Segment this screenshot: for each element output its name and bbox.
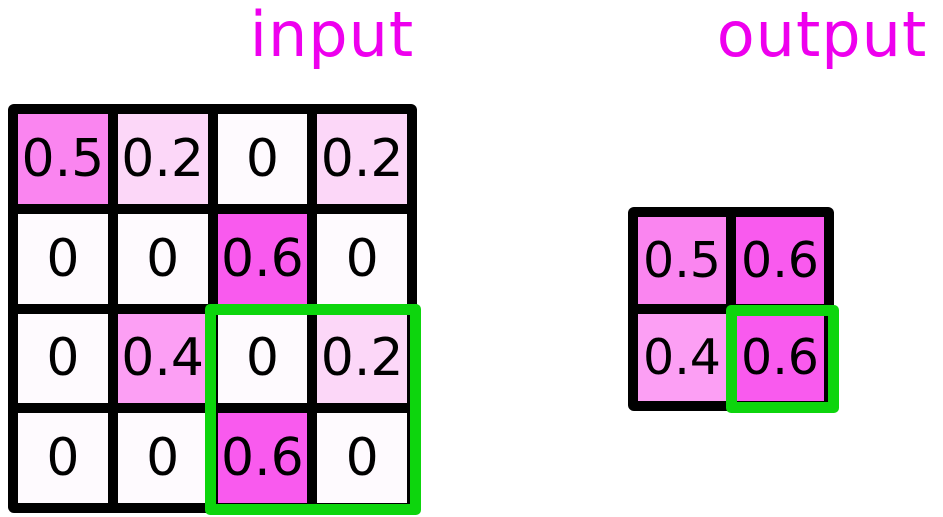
- input-cell-r2c3: 0.2: [317, 313, 407, 404]
- input-title: input: [249, 0, 415, 71]
- input-cell-r1c2: 0.6: [217, 213, 308, 304]
- output-cell-r0c0: 0.5: [638, 217, 726, 304]
- output-cell-r1c1: 0.6: [736, 314, 824, 401]
- input-cell-r2c2: 0: [217, 313, 308, 404]
- input-cell-r3c2: 0.6: [217, 413, 308, 503]
- input-cell-r3c3: 0: [317, 413, 407, 503]
- output-title: output: [716, 0, 928, 71]
- input-cell-r1c1: 0: [117, 213, 208, 304]
- output-cell-r0c1: 0.6: [736, 217, 824, 304]
- input-cell-r2c0: 0: [18, 313, 108, 404]
- output-cell-r1c0: 0.4: [638, 314, 726, 401]
- input-cell-r3c1: 0: [117, 413, 208, 503]
- input-cell-r1c0: 0: [18, 213, 108, 304]
- input-cell-r0c1: 0.2: [117, 114, 208, 204]
- input-grid: 0.5 0.2 0 0.2 0 0 0.6 0 0 0.4 0 0.2 0 0 …: [8, 104, 417, 513]
- output-grid: 0.5 0.6 0.4 0.6: [628, 207, 834, 411]
- input-cell-r1c3: 0: [317, 213, 407, 304]
- input-cell-r0c0: 0.5: [18, 114, 108, 204]
- input-cell-r0c2: 0: [217, 114, 308, 204]
- input-cell-r2c1: 0.4: [117, 313, 208, 404]
- input-cell-r3c0: 0: [18, 413, 108, 503]
- input-cell-r0c3: 0.2: [317, 114, 407, 204]
